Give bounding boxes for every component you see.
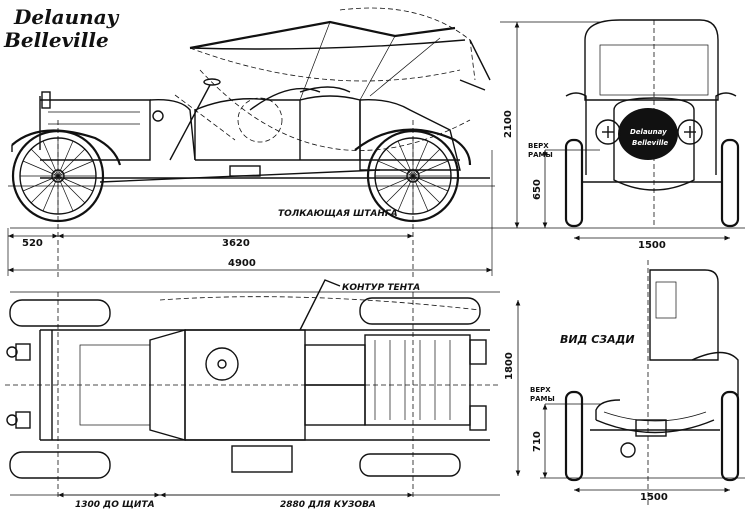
dim-front-to-dash: 1300 ДО ЩИТА: [75, 500, 155, 510]
dim-width: 1800: [504, 352, 515, 380]
tent-contour-label: КОНТУР ТЕНТА: [342, 283, 420, 293]
rear-dim-frame-height: 710: [532, 431, 543, 452]
dim-height: 2100: [503, 110, 514, 138]
brand-logo: Delaunay Belleville: [3, 5, 120, 52]
front-frame-label-top: ВЕРХ: [528, 142, 549, 150]
brand-line1: Delaunay: [13, 5, 120, 29]
push-rod-label: ТОЛКАЮЩАЯ ШТАНГА: [278, 209, 398, 219]
rear-frame-label-top: ВЕРХ: [530, 386, 551, 394]
rear-dim-track: 1500: [640, 492, 668, 503]
dim-wheelbase: 3620: [222, 238, 250, 249]
front-dim-track: 1500: [638, 240, 666, 251]
rear-view: ВИД СЗАДИ ВЕРХ РАМЫ 710 1500: [530, 260, 745, 505]
dim-frame-height: 650: [532, 179, 543, 200]
dim-length: 4900: [228, 258, 256, 269]
emblem-line2: Belleville: [632, 139, 668, 147]
front-view: Delaunay Belleville ВЕРХ РАМЫ 1500: [528, 19, 740, 251]
front-frame-label-bottom: РАМЫ: [528, 151, 553, 159]
side-view: ТОЛКАЮЩАЯ ШТАНГА 520 3620 4900 2100 650: [7, 7, 745, 280]
dim-body-length: 2880 ДЛЯ КУЗОВА: [280, 500, 376, 510]
plan-view: КОНТУР ТЕНТА 1300 ДО ЩИТА 2880 ДЛЯ КУЗОВ…: [5, 279, 521, 510]
brand-line2: Belleville: [3, 28, 109, 52]
dim-overhang: 520: [22, 238, 43, 249]
emblem-line1: Delaunay: [630, 128, 667, 136]
rear-view-title: ВИД СЗАДИ: [560, 333, 635, 346]
rear-frame-label-bottom: РАМЫ: [530, 395, 555, 403]
